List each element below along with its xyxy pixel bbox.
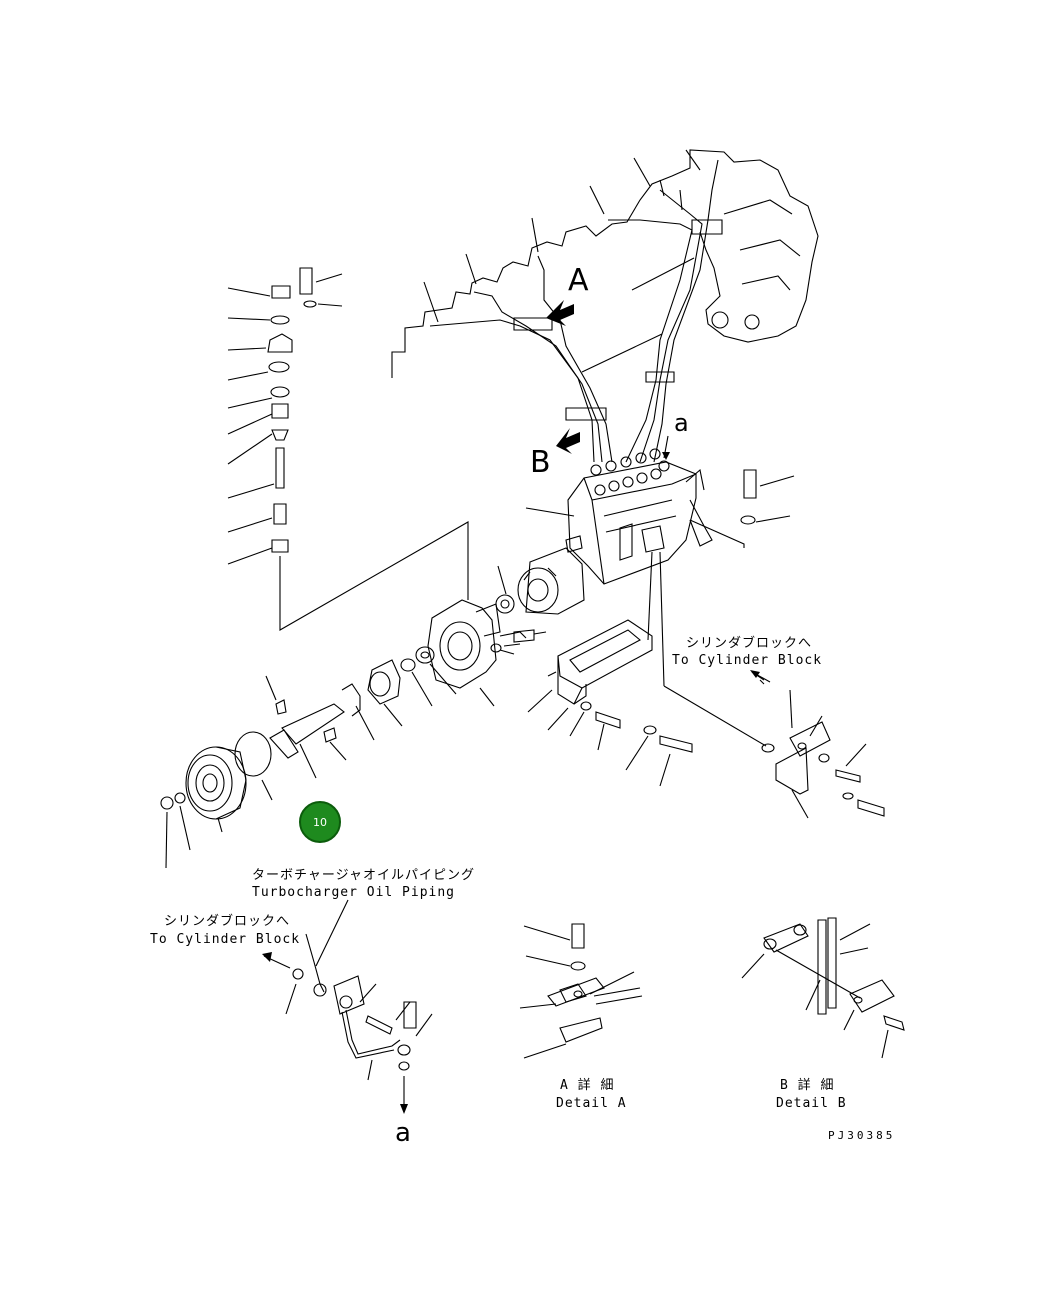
connector-a-top: a [674, 409, 689, 437]
view-b-arrow [556, 428, 580, 454]
injection-pipes [430, 160, 722, 462]
view-a-letter: A [568, 263, 589, 298]
coupling-housing [496, 548, 584, 614]
drive-components [235, 647, 434, 776]
timing-gear [161, 747, 246, 819]
turbo-en: Turbocharger Oil Piping [252, 885, 456, 900]
view-arrows [546, 300, 580, 454]
detail-b-en: Detail B [776, 1096, 847, 1111]
leader-lines-middle [166, 664, 494, 868]
engine-block-outline [392, 150, 818, 378]
injection-pump [526, 449, 712, 584]
view-b-letter: B [530, 445, 551, 480]
leader-lines-left [228, 274, 342, 564]
turbo-oil-piping [262, 680, 764, 1114]
drawing-code: PJ30385 [828, 1129, 896, 1142]
detail-b-jp: B 詳 細 [780, 1078, 835, 1093]
left-parts-stack [268, 268, 468, 630]
cyl-block-left-jp: シリンダブロックへ [164, 914, 291, 929]
cyl-block-right-jp: シリンダブロックへ [686, 636, 813, 651]
pump-bracket [528, 552, 692, 786]
view-a-arrow [546, 300, 574, 326]
cyl-block-left-en: To Cylinder Block [150, 932, 301, 947]
gear-housing-plate [428, 600, 546, 688]
cyl-block-right-en: To Cylinder Block [672, 653, 823, 668]
detail-b-drawing [742, 918, 904, 1058]
detail-a-en: Detail A [556, 1096, 627, 1111]
callout-10[interactable]: 10 [299, 801, 341, 843]
turbo-jp: ターボチャージャオイルパイピング [252, 868, 475, 883]
detail-a-drawing [520, 924, 642, 1058]
right-bolt-parts [690, 470, 794, 548]
leader-lines-top [424, 150, 700, 460]
cyl-block-right-arrow [750, 670, 770, 682]
detail-a-jp: A 詳 細 [560, 1078, 615, 1093]
connector-a-bottom: a [395, 1118, 411, 1148]
oil-pipe-right [664, 672, 884, 818]
